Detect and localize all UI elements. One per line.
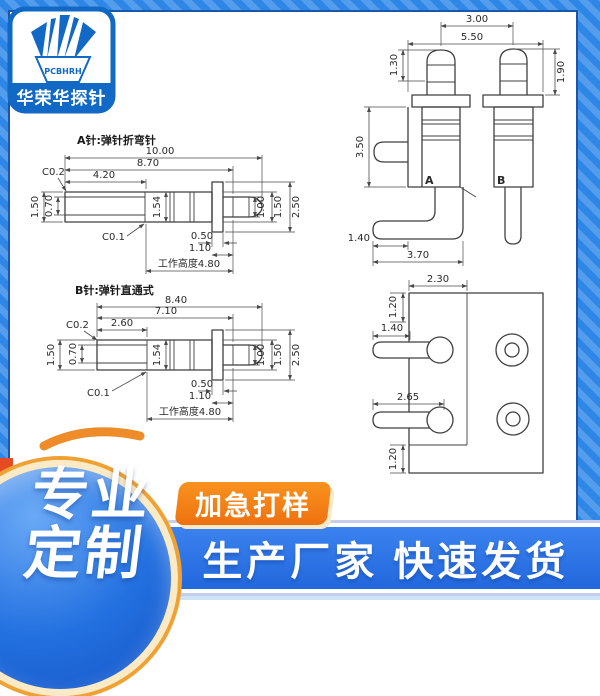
- dim-b-total: 8.40: [165, 295, 187, 306]
- dim-b-working-height: 工作高度4.80: [159, 405, 221, 418]
- dim-fv-tip-a-height: 1.30: [389, 54, 400, 76]
- front-view-outline: [372, 48, 544, 245]
- dim-b-tail-length: 2.60: [111, 318, 133, 329]
- dim-tv-lead-a-extension: 1.40: [381, 323, 403, 334]
- dim-b-chamfer-tip: C0.2: [66, 320, 89, 331]
- dim-fv-foot-length: 3.70: [407, 250, 429, 261]
- dim-a-tail-od: 1.50: [30, 196, 41, 218]
- drawing-pin-a: A针:弹针折弯针 10.00 8.70 4.20 C0.2: [30, 133, 302, 274]
- dim-fv-body-height: 3.50: [355, 136, 366, 158]
- dim-b-spring-od: 1.54: [152, 344, 163, 366]
- pin-a-title: A针:弹针折弯针: [77, 133, 156, 147]
- dim-a-to-tip-base: 8.70: [137, 158, 159, 169]
- dim-a-body-od: 1.50: [273, 196, 284, 218]
- logo-brand-text: PCBHRH: [44, 67, 81, 76]
- shuttlecock-bowl: [34, 56, 92, 83]
- dim-fv-foot-extension: 1.40: [348, 233, 370, 244]
- logo-company-text: 华荣华探针: [17, 88, 107, 108]
- dim-a-spring-od: 1.54: [152, 196, 163, 218]
- pin-b-outline: [96, 329, 263, 381]
- dim-b-tip-od: 1.00: [256, 344, 267, 366]
- dim-a-working-height: 工作高度4.80: [158, 257, 220, 270]
- dim-b-flange-to-tip: 1.10: [189, 391, 211, 402]
- dim-a-chamfer-tip: C0.2: [42, 167, 65, 178]
- pin-a-outline: [64, 181, 263, 233]
- front-view: A B 3.00 5.50 1.30 1.90 3.50 1.40 3.70: [348, 14, 567, 266]
- pin-b-title: B针:弹针直通式: [75, 283, 154, 297]
- dim-a-flange-od: 2.50: [291, 196, 302, 218]
- dim-a-flange-to-tip: 1.10: [189, 243, 211, 254]
- dim-b-chamfer-body: C0.1: [87, 388, 110, 399]
- dim-fv-tip-pitch: 3.00: [466, 14, 488, 25]
- dim-b-tail-od: 1.50: [46, 344, 57, 366]
- front-view-pin-b-label: B: [497, 174, 505, 187]
- dim-tv-step-width: 2.30: [427, 274, 449, 285]
- shuttlecock-icon: [31, 15, 96, 59]
- front-view-dimensions: 3.00 5.50 1.30 1.90 3.50 1.40 3.70: [348, 14, 567, 264]
- dim-a-tail-length: 4.20: [93, 170, 115, 181]
- top-view-outline: [372, 292, 544, 474]
- logo-name-bar: [10, 83, 113, 111]
- top-view: 2.30 1.20 1.40 2.65 1.20: [372, 274, 544, 474]
- dim-tv-edge-margin-bottom: 1.20: [388, 448, 399, 470]
- dim-b-flange-width: 0.50: [191, 379, 213, 390]
- dim-a-chamfer-body: C0.1: [102, 232, 125, 243]
- top-view-dimensions: 2.30 1.20 1.40 2.65 1.20: [372, 274, 468, 474]
- dim-a-flange-width: 0.50: [191, 231, 213, 242]
- dim-tv-edge-margin-top: 1.20: [388, 296, 399, 318]
- dim-a-tail-end-od: 0.70: [44, 195, 55, 217]
- cad-drawings: A针:弹针折弯针 10.00 8.70 4.20 C0.2: [30, 14, 567, 474]
- pin-b-dimensions: 8.40 7.10 2.60 C0.2 1.50 0.70 C0.1 1.54 …: [46, 295, 302, 421]
- dim-fv-overall-width: 5.50: [461, 32, 483, 43]
- dim-b-to-tip-base: 7.10: [155, 306, 177, 317]
- dim-tv-lead-b-extension: 2.65: [397, 392, 419, 403]
- pin-a-dimensions: 10.00 8.70 4.20 C0.2 1.50 0.70 C0.1 1.54…: [30, 146, 302, 273]
- company-logo: PCBHRH 华荣华探针: [7, 6, 116, 114]
- dim-b-body-od: 1.50: [273, 344, 284, 366]
- dim-fv-tip-b-height: 1.90: [556, 61, 567, 83]
- dim-a-total: 10.00: [146, 146, 175, 157]
- drawing-pin-b: B针:弹针直通式 8.40 7.10 2.60 C0.2: [46, 283, 302, 422]
- dim-a-tip-od: 1.00: [256, 196, 267, 218]
- dim-b-tail-end-od: 0.70: [68, 343, 79, 365]
- front-view-pin-a-label: A: [425, 174, 434, 187]
- dim-b-flange-od: 2.50: [291, 344, 302, 366]
